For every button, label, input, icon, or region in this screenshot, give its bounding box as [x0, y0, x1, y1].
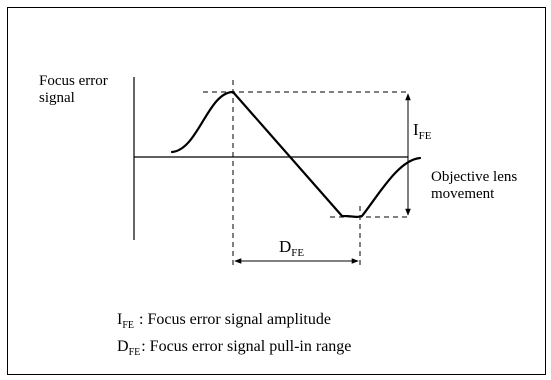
legend-symbol-main: D [117, 338, 129, 355]
amplitude-label: IFE [413, 120, 432, 142]
focus-error-curve [170, 90, 422, 218]
legend-symbol-main: I [117, 311, 122, 328]
amplitude-label-sub: FE [419, 130, 432, 142]
x-axis-label-line2: movement [431, 186, 495, 202]
figure-frame [7, 7, 546, 375]
legend-text: : Focus error signal amplitude [139, 311, 331, 328]
range-label-sub: FE [291, 247, 304, 259]
amplitude-label-main: I [413, 120, 419, 139]
legend-symbol-sub: FE [129, 347, 141, 358]
x-axis-label: Objective lens [431, 169, 517, 185]
range-label: DFE [279, 237, 304, 259]
legend-text: : Focus error signal pull-in range [141, 338, 351, 355]
y-axis-label: Focus error [39, 73, 108, 89]
legend-symbol-sub: FE [122, 320, 134, 331]
range-label-main: D [279, 237, 291, 256]
legend-item-range: DFE: Focus error signal pull-in range [117, 338, 351, 358]
y-axis-label-line2: signal [39, 90, 75, 106]
legend-item-amplitude: IFE : Focus error signal amplitude [117, 311, 331, 331]
